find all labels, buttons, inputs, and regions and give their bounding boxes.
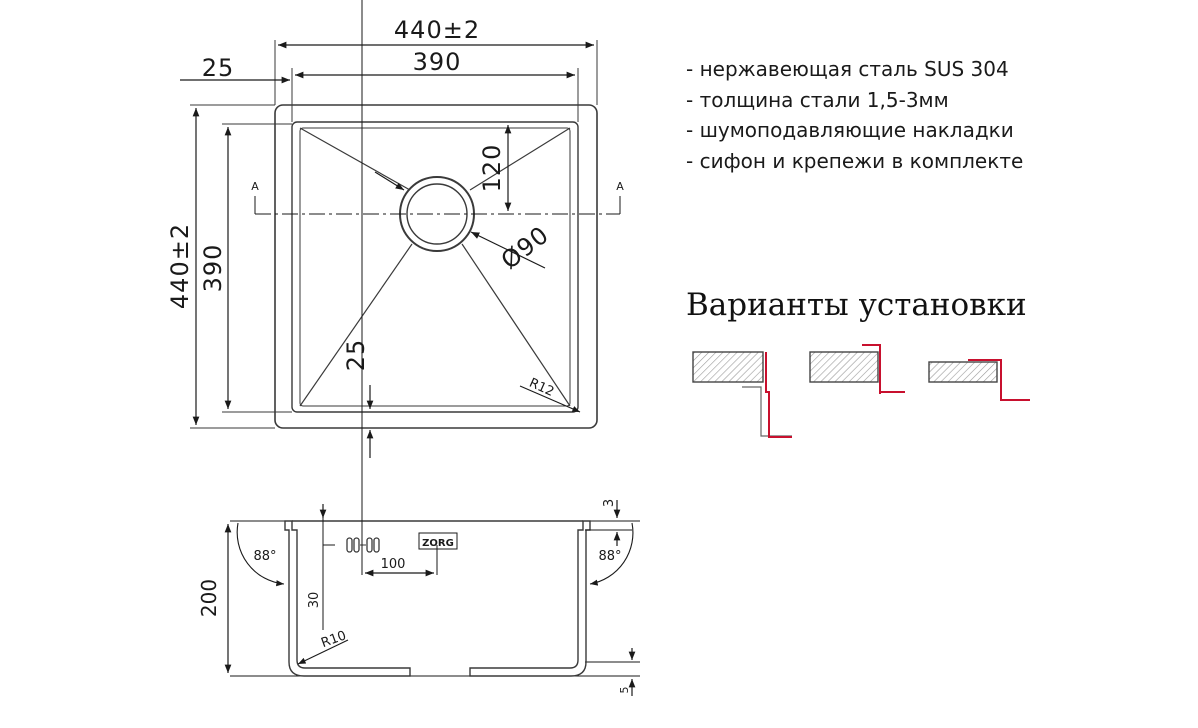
label-bottom-offset: 25 [342, 339, 370, 372]
brand-logo-text: ZORG [422, 538, 454, 549]
top-view [180, 40, 621, 458]
spec-item-thickness: - толщина стали 1,5-3мм [686, 87, 949, 112]
dim-line-corner-radius [519, 385, 581, 413]
angle-arc-right [589, 522, 634, 586]
install-variant-2 [809, 344, 905, 394]
spec-item-material: - нержавеющая сталь SUS 304 [686, 57, 1009, 81]
spec-item-noise-pads: - шумоподавляющие накладки [686, 118, 1014, 142]
sink-inner-outline [291, 121, 579, 413]
brand-logo-box [418, 532, 458, 550]
label-inner-height: 390 [199, 244, 227, 293]
label-overall-height: 440±2 [166, 223, 194, 309]
dim-line-bottom-radius [297, 639, 349, 665]
label-angle-left: 88° [253, 549, 276, 564]
label-inner-width: 390 [413, 48, 462, 76]
angle-arc-left [236, 522, 285, 587]
label-section-right: A [616, 180, 624, 193]
label-overflow-spacing: 100 [381, 557, 406, 572]
label-depth: 200 [197, 579, 221, 617]
label-bottom-gap: 5 [618, 687, 631, 694]
install-variant-3 [928, 359, 1030, 401]
overflow-slot [346, 537, 353, 553]
install-variant-1 [692, 351, 792, 438]
label-angle-right: 88° [598, 549, 621, 564]
spec-item-siphon: - сифон и крепежи в комплекте [686, 148, 1024, 173]
label-flange-thickness: 3 [602, 499, 617, 507]
sink-profile-left [284, 520, 411, 677]
label-flange: 25 [202, 54, 235, 82]
sink-outer-outline [274, 104, 598, 429]
label-overall-width: 440±2 [394, 16, 480, 44]
label-drain-offset: 120 [478, 144, 506, 193]
side-view [224, 0, 640, 696]
overflow-slot [373, 537, 380, 553]
overflow-slot [353, 537, 360, 553]
label-overflow-offset: 30 [307, 592, 322, 609]
label-bottom-radius: R10 [319, 628, 348, 651]
label-drain-diameter: Ø90 [496, 221, 555, 275]
variants-title: Варианты установки [686, 287, 1027, 323]
label-section-left: A [251, 180, 259, 193]
sink-profile-right [469, 520, 591, 677]
sink-bowl-floor [299, 127, 571, 407]
overflow-slot [366, 537, 373, 553]
spec-list: - нержавеющая сталь SUS 304 - толщина ст… [686, 54, 1023, 176]
dim-line-drain-diameter [470, 231, 546, 269]
